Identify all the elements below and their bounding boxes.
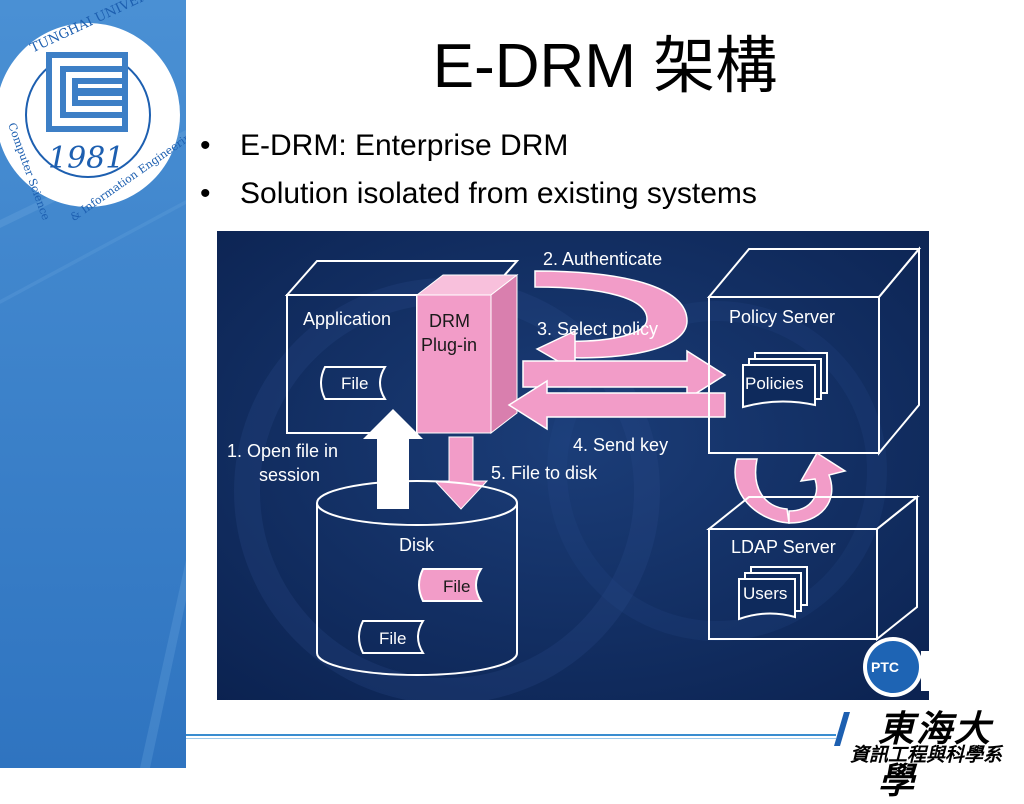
open-file-arrow xyxy=(363,409,423,509)
step1-label-line2: session xyxy=(259,465,320,485)
logo-year: 1981 xyxy=(48,141,124,176)
policies-label: Policies xyxy=(745,374,804,393)
ldap-server-label: LDAP Server xyxy=(731,537,836,557)
disk-file-white-label: File xyxy=(379,629,406,648)
plugin-label: Plug-in xyxy=(421,335,477,355)
slide-title: E-DRM 架構 xyxy=(432,32,778,101)
drm-label: DRM xyxy=(429,311,470,331)
footer-divider-thin xyxy=(186,738,836,739)
ptc-badge: PTC xyxy=(863,637,929,697)
disk-file-pink-label: File xyxy=(443,577,470,596)
policy-server-box xyxy=(706,246,922,456)
bullet-text: E-DRM: Enterprise DRM xyxy=(240,129,569,162)
policy-server-label: Policy Server xyxy=(729,307,835,327)
sidebar: 1981 TUNGHAI UNIVERSITY Computer Science… xyxy=(0,0,199,768)
app-file-label: File xyxy=(341,374,368,393)
bullet-item: •E-DRM: Enterprise DRM xyxy=(200,129,569,162)
ldap-server-box xyxy=(706,494,920,642)
step2-label: 2. Authenticate xyxy=(543,249,662,269)
bullet-item: •Solution isolated from existing systems xyxy=(200,177,757,210)
drm-plugin-box xyxy=(415,273,519,435)
ldap-return-arrow xyxy=(788,451,847,524)
edrm-architecture-diagram: Application File DRM Plug-in 2. Authenti… xyxy=(217,231,929,704)
select-policy-arrow xyxy=(522,349,727,401)
department-name: 資訊工程與科學系 xyxy=(850,744,1003,766)
application-label: Application xyxy=(303,309,391,329)
ptc-badge-label: PTC xyxy=(871,659,899,675)
step1-label-line1: 1. Open file in xyxy=(227,441,338,461)
step3-label: 3. Select policy xyxy=(537,319,658,339)
disk-file-pink-icon xyxy=(418,568,483,602)
step4-label: 4. Send key xyxy=(573,435,668,455)
disk-cylinder xyxy=(316,480,518,676)
app-file-icon xyxy=(320,366,387,400)
policies-document-icon xyxy=(742,352,828,409)
disk-file-white-icon xyxy=(358,620,425,654)
bullet-text: Solution isolated from existing systems xyxy=(240,177,757,210)
footer-divider xyxy=(186,734,836,736)
send-key-arrow xyxy=(507,379,726,431)
step5-label: 5. File to disk xyxy=(491,463,598,483)
users-label: Users xyxy=(743,584,787,603)
slash-ornament xyxy=(834,712,850,746)
users-document-icon xyxy=(738,566,808,621)
bullet-list: •E-DRM: Enterprise DRM •Solution isolate… xyxy=(200,128,757,224)
disk-label: Disk xyxy=(399,535,435,555)
